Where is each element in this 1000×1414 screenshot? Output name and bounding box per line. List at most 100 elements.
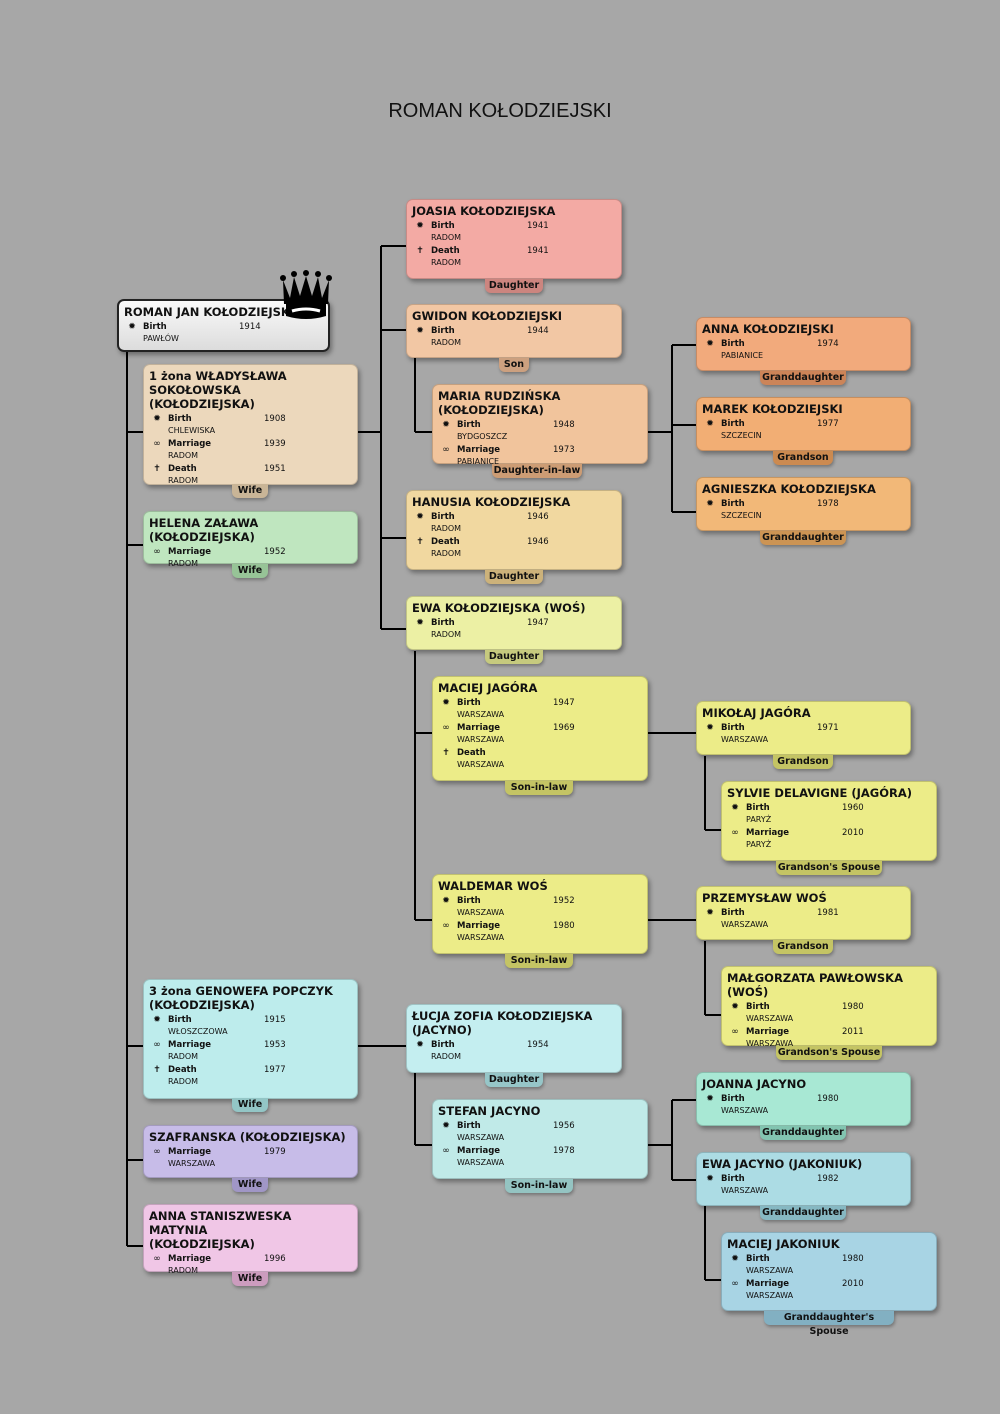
event-place: WARSZAWA	[721, 1106, 769, 1115]
event-place: PABIANICE	[721, 351, 764, 360]
person-card-wife3[interactable]: 3 żona GENOWEFA POPCZYK (KOŁODZIEJSKA) ✹…	[143, 979, 358, 1099]
relation-tag: Daughter	[485, 650, 543, 664]
person-name: HELENA ZAŁAWA (KOŁODZIEJSKA)	[149, 516, 259, 544]
relation-tag: Daughter-in-law	[492, 464, 582, 478]
death-cross-icon: ✝	[416, 246, 424, 256]
event-place: RADOM	[431, 233, 462, 242]
person-name: STEFAN JACYNO	[438, 1104, 541, 1118]
event-year: 2011	[842, 1027, 864, 1037]
event-place: SZCZECIN	[721, 511, 762, 520]
person-name: EWA KOŁODZIEJSKA (WOŚ)	[412, 601, 586, 615]
relation-tag: Son-in-law	[505, 1179, 573, 1193]
death-cross-icon: ✝	[153, 1065, 161, 1075]
relation-tag: Wife	[232, 1272, 268, 1286]
birth-sun-icon: ✹	[442, 896, 450, 906]
event-place: PAWŁÓW	[143, 334, 179, 343]
birth-sun-icon: ✹	[706, 1094, 714, 1104]
event-label: Birth	[168, 414, 192, 424]
person-name: ANNA STANISZWESKA MATYNIA (KOŁODZIEJSKA)	[149, 1209, 292, 1251]
event-year: 1977	[264, 1065, 286, 1075]
person-name: ANNA KOŁODZIEJSKI	[702, 322, 834, 336]
event-label: Marriage	[746, 828, 790, 838]
person-name: GWIDON KOŁODZIEJSKI	[412, 309, 563, 323]
event-place: RADOM	[168, 1266, 199, 1275]
chart-title: ROMAN KOŁODZIEJSKI	[388, 100, 612, 122]
event-year: 1973	[553, 445, 575, 455]
birth-sun-icon: ✹	[416, 1040, 424, 1050]
event-year: 1981	[817, 908, 839, 918]
marriage-rings-icon: ∞	[153, 439, 161, 449]
event-year: 1978	[817, 499, 839, 509]
person-name: WALDEMAR WOŚ	[438, 879, 548, 893]
relation-tag: Granddaughter	[760, 1206, 846, 1220]
event-year: 1996	[264, 1254, 286, 1264]
event-place: WARSZAWA	[168, 1159, 216, 1168]
person-name: ŁUCJA ZOFIA KOŁODZIEJSKA (JACYNO)	[412, 1009, 593, 1037]
event-label: Birth	[721, 1174, 745, 1184]
event-place: WARSZAWA	[746, 1291, 794, 1300]
event-place: WARSZAWA	[457, 735, 505, 744]
event-year: 1980	[842, 1254, 864, 1264]
person-card-wife1[interactable]: 1 żona WŁADYSŁAWA SOKOŁOWSKA (KOŁODZIEJS…	[143, 364, 358, 485]
person-name: MACIEJ JAKONIUK	[727, 1237, 840, 1251]
event-label: Birth	[143, 322, 167, 332]
birth-sun-icon: ✹	[416, 512, 424, 522]
event-place: CHLEWISKA	[168, 426, 216, 435]
person-card-lucja[interactable]: ŁUCJA ZOFIA KOŁODZIEJSKA (JACYNO) ✹Birth…	[406, 1004, 622, 1073]
person-card-wife5[interactable]: ANNA STANISZWESKA MATYNIA (KOŁODZIEJSKA)…	[143, 1204, 358, 1275]
event-year: 1971	[817, 723, 839, 733]
event-label: Marriage	[746, 1027, 790, 1037]
relation-tag: Granddaughter's Spouse	[764, 1311, 894, 1337]
relation-tag: Granddaughter	[760, 1126, 846, 1140]
marriage-rings-icon: ∞	[153, 1254, 161, 1264]
relation-tag: Grandson	[773, 940, 833, 954]
birth-sun-icon: ✹	[706, 339, 714, 349]
event-year: 1941	[527, 221, 549, 231]
crown-icon	[280, 270, 332, 319]
marriage-rings-icon: ∞	[442, 723, 450, 733]
relation-tag: Wife	[232, 564, 268, 578]
event-year: 1980	[817, 1094, 839, 1104]
event-place: WŁOSZCZOWA	[168, 1027, 228, 1036]
event-place: WARSZAWA	[746, 1039, 794, 1048]
birth-sun-icon: ✹	[731, 1254, 739, 1264]
birth-sun-icon: ✹	[706, 499, 714, 509]
event-label: Birth	[746, 803, 770, 813]
birth-sun-icon: ✹	[416, 221, 424, 231]
birth-sun-icon: ✹	[706, 723, 714, 733]
event-year: 1977	[817, 419, 839, 429]
relation-tag: Wife	[232, 1098, 268, 1112]
birth-sun-icon: ✹	[731, 803, 739, 813]
event-year: 1946	[527, 512, 549, 522]
event-label: Marriage	[168, 1254, 212, 1264]
